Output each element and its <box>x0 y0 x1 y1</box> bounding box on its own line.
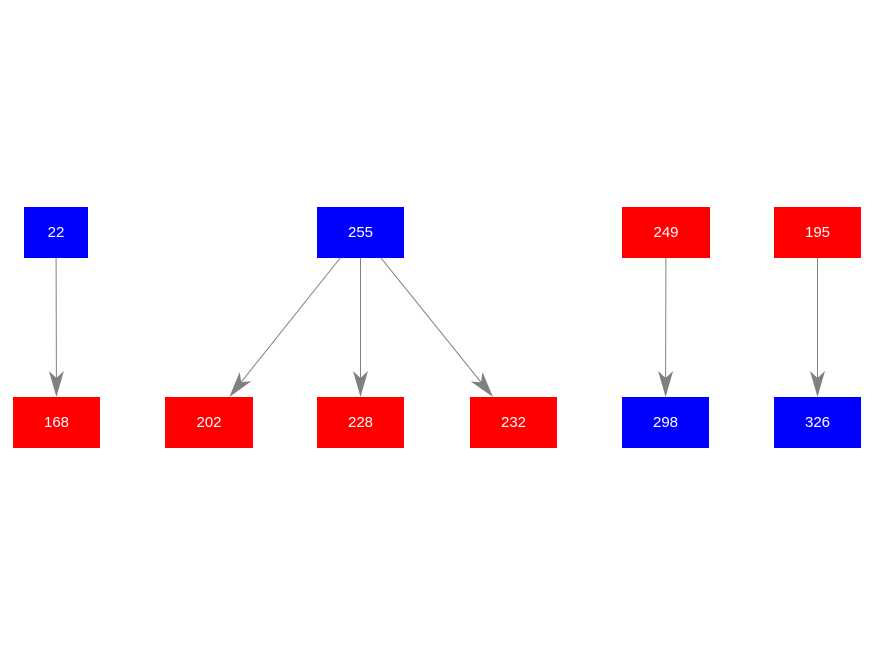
node-label: 202 <box>196 414 222 431</box>
arrowhead-icon <box>229 372 252 397</box>
node-228: 228 <box>317 397 404 448</box>
node-168: 168 <box>13 397 100 448</box>
node-label: 255 <box>347 224 374 241</box>
node-label: 249 <box>653 224 679 241</box>
node-298: 298 <box>622 397 709 448</box>
arrowhead-icon <box>353 371 368 397</box>
node-label: 232 <box>500 414 527 431</box>
node-255: 255 <box>317 207 404 258</box>
node-195: 195 <box>774 207 861 258</box>
node-22: 22 <box>24 207 88 258</box>
node-label: 326 <box>804 414 831 431</box>
arrowhead-icon <box>470 372 493 397</box>
node-label: 195 <box>804 224 831 241</box>
node-249: 249 <box>622 207 710 258</box>
edge-255-to-202 <box>240 257 341 383</box>
arrowhead-icon <box>810 371 825 397</box>
node-202: 202 <box>165 397 253 448</box>
node-232: 232 <box>470 397 557 448</box>
arrowhead-icon <box>658 371 674 397</box>
edge-255-to-232 <box>380 257 482 383</box>
node-label: 228 <box>347 414 374 431</box>
node-label: 298 <box>652 414 679 431</box>
node-326: 326 <box>774 397 861 448</box>
node-label: 168 <box>43 414 70 431</box>
node-label: 22 <box>47 224 65 241</box>
arrowhead-icon <box>48 371 64 397</box>
